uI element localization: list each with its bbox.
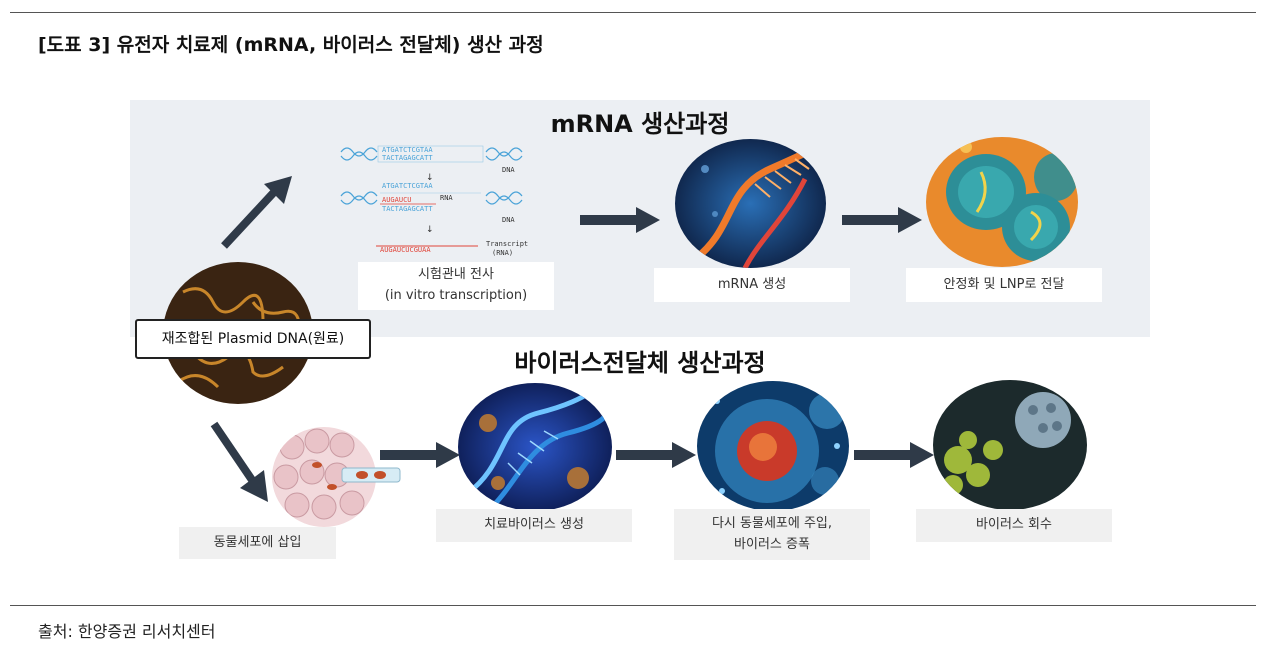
arrow-mrna-2 [842,207,922,233]
virus-step-insert-label: 동물세포에 삽입 [213,534,302,550]
lnp-image [926,137,1078,267]
virus-step-harvest: 바이러스 회수 [916,509,1112,542]
arrow-virus-2 [616,442,696,468]
dna-label-2: DNA [502,216,515,224]
mrna-step-ivt-line2: (in vitro transcription) [384,288,528,303]
mrna-step-generation-label: mRNA 생성 [717,276,787,292]
dna-label-1: DNA [502,166,515,174]
mrna-strand-image [675,139,826,268]
arrow-up-to-mrna [221,176,292,249]
mrna-step-lnp-label: 안정화 및 LNP로 전달 [943,276,1065,292]
arrow-virus-1 [380,442,460,468]
therapeutic-virus-image [458,383,612,511]
virus-section-title: 바이러스전달체 생산과정 [514,349,766,377]
plasmid-dna-label-text: 재조합된 Plasmid DNA(원료) [161,330,345,347]
mrna-step-ivt-line1: 시험관내 전사 [418,267,494,283]
svg-text:↓: ↓ [426,225,434,235]
mrna-step-generation: mRNA 생성 [654,268,850,302]
arrow-down-to-cell [210,421,268,502]
transcript-sub-label: (RNA) [492,249,513,257]
transcript-seq: AUGAUCUCGUAA [380,246,431,254]
dna-seq-bottom-2: TACTAGAGCATT [382,205,433,213]
virus-step-insert: 동물세포에 삽입 [179,527,336,559]
plasmid-dna-label: 재조합된 Plasmid DNA(원료) [135,319,371,359]
virus-step-generation-label: 치료바이러스 생성 [484,517,584,533]
transcription-diagram: ATGATCTCGTAA TACTAGAGCATT DNA ↓ ATGATCTC… [340,145,528,257]
top-rule [10,12,1256,13]
mrna-step-lnp: 안정화 및 LNP로 전달 [906,268,1102,302]
figure-title: [도표 3] 유전자 치료제 (mRNA, 바이러스 전달체) 생산 과정 [38,34,544,56]
syringe-icon [341,467,401,483]
virus-step-amplification-line2: 바이러스 증폭 [734,536,810,552]
rna-label: RNA [440,194,453,202]
bottom-rule [10,605,1256,606]
mrna-section-title: mRNA 생산과정 [550,110,730,138]
arrow-mrna-1 [580,207,660,233]
svg-text:↓: ↓ [426,173,434,183]
virus-step-amplification-line1: 다시 동물세포에 주입, [711,515,833,531]
virus-step-amplification: 다시 동물세포에 주입, 바이러스 증폭 [674,509,870,560]
dna-seq-top-2: ATGATCTCGTAA [382,182,433,190]
mrna-step-ivt: 시험관내 전사 (in vitro transcription) [358,262,554,310]
dna-seq-top-1: ATGATCTCGTAA [382,146,433,154]
dna-seq-bottom-1: TACTAGAGCATT [382,154,433,162]
virus-step-harvest-label: 바이러스 회수 [976,517,1052,533]
source-note: 출처: 한양증권 리서치센터 [38,622,216,641]
arrow-virus-3 [854,442,934,468]
virus-step-generation: 치료바이러스 생성 [436,509,632,542]
virus-amplification-image [697,381,849,511]
rna-seq: AUGAUCU [382,196,412,204]
virus-harvest-image [933,380,1087,510]
transcript-label: Transcript [486,240,528,248]
